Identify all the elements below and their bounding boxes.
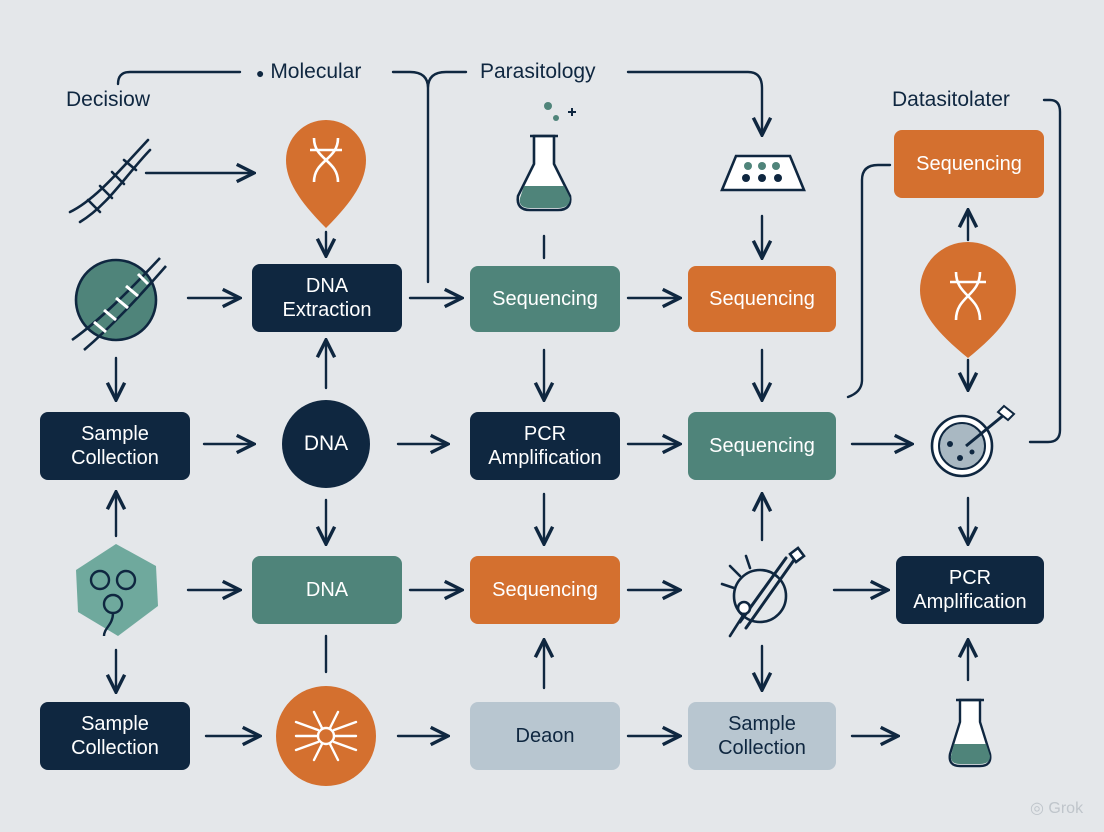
node-dna-extraction: DNA Extraction xyxy=(252,264,402,332)
node-sequencing-r3-orange: Sequencing xyxy=(470,556,620,624)
top-bracket-mid xyxy=(391,70,468,284)
node-pcr-amplification-r3: PCR Amplification xyxy=(896,556,1044,624)
location-pin-dna-icon xyxy=(286,120,366,228)
node-deaon: Deaon xyxy=(470,702,620,770)
top-bracket-left xyxy=(116,70,242,86)
neuron-circle-icon xyxy=(276,686,376,786)
petri-dish-icon xyxy=(930,404,1016,478)
top-bracket-right xyxy=(626,70,762,135)
node-sample-collection-r2: Sample Collection xyxy=(40,412,190,480)
left-bracket-to-sequencing xyxy=(846,163,892,399)
node-sequencing-r2-teal: Sequencing xyxy=(688,412,836,480)
node-pcr-amplification-r2: PCR Amplification xyxy=(470,412,620,480)
dot-icon: ● xyxy=(256,65,265,81)
flask-icon xyxy=(516,102,576,212)
label-datasitolater: Datasitolater xyxy=(892,88,1010,111)
label-molecular-text: Molecular xyxy=(270,60,362,83)
node-sequencing-r1-orange: Sequencing xyxy=(688,266,836,332)
dna-helix-icon xyxy=(68,138,152,224)
node-sample-collection-r4-light: Sample Collection xyxy=(688,702,836,770)
hexagon-molecule-icon xyxy=(76,544,158,637)
microscope-icon xyxy=(720,546,806,638)
label-parasitology: Parasitology xyxy=(480,60,596,83)
label-molecular: ● Molecular xyxy=(256,60,361,84)
label-decision: Decisiow xyxy=(66,88,151,111)
node-dna-circle: DNA xyxy=(282,400,370,488)
watermark-text: Grok xyxy=(1048,800,1084,817)
node-sequencing-r1-teal: Sequencing xyxy=(470,266,620,332)
node-sample-collection-r4: Sample Collection xyxy=(40,702,190,770)
pin-dna-icon xyxy=(920,242,1016,358)
node-sequencing-top-right: Sequencing xyxy=(894,130,1044,198)
microplate-icon xyxy=(720,154,806,192)
node-dna-r3: DNA xyxy=(252,556,402,624)
watermark: ◎ Grok xyxy=(1030,800,1084,817)
right-bracket xyxy=(1028,98,1062,444)
dna-circle-icon xyxy=(71,257,167,351)
small-flask-icon xyxy=(948,698,992,768)
